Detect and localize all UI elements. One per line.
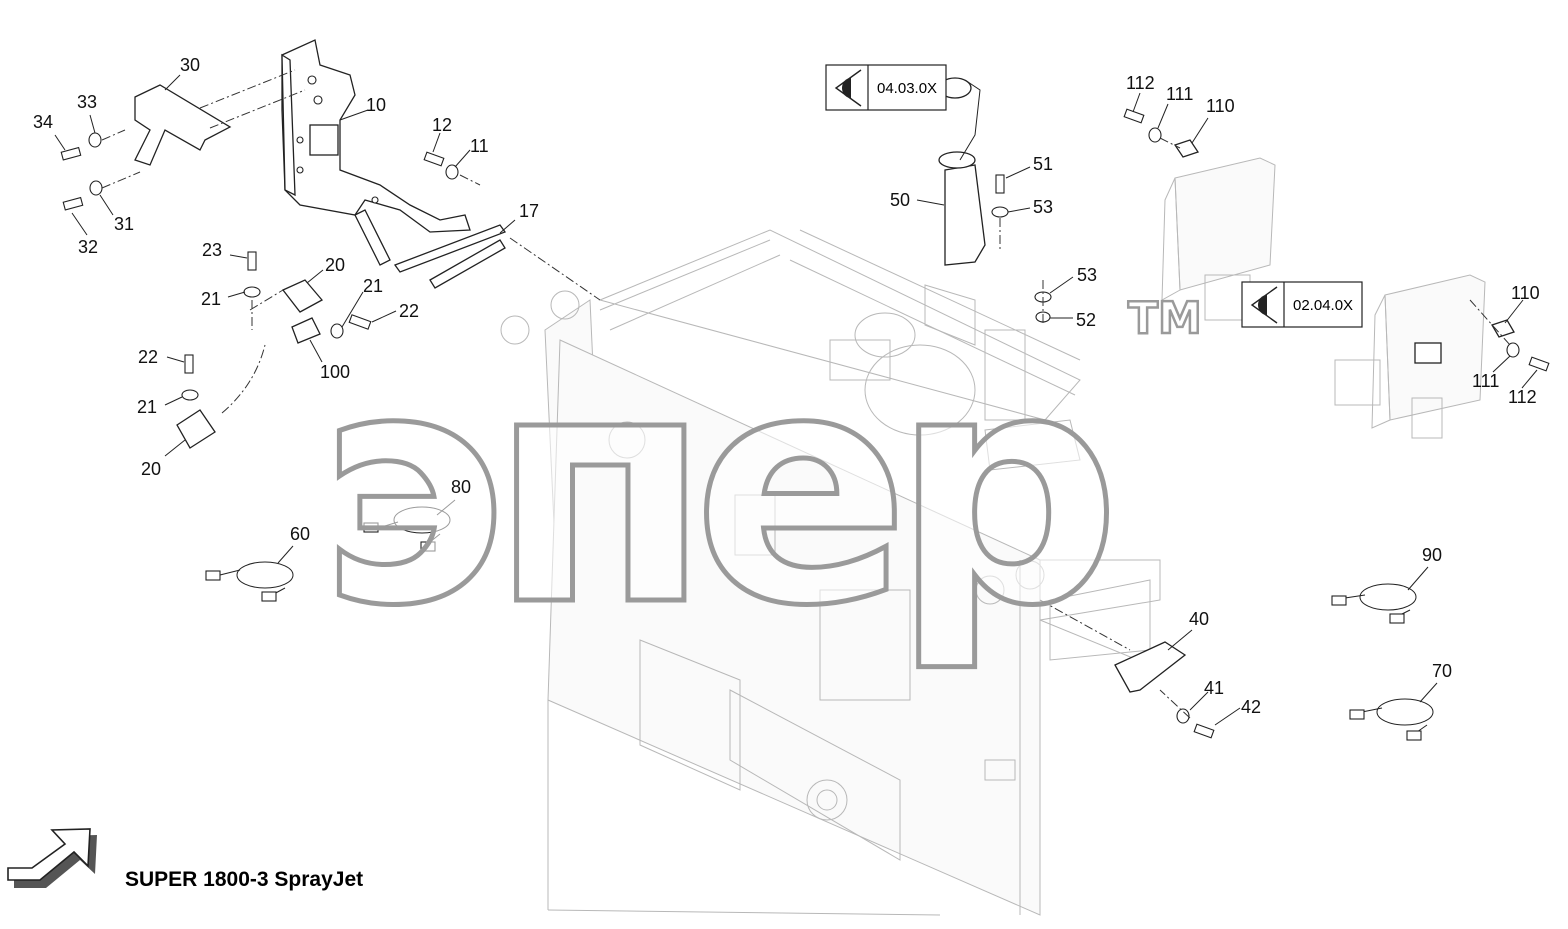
watermark-text: эпер [318,304,1107,676]
insert-arrow [221,344,266,414]
leader-lines [54,74,1538,726]
callout-22-lower: 22 [138,347,158,367]
bracket-part-40 [1114,641,1187,693]
callout-30: 30 [180,55,200,75]
bracket-part-10 [281,39,471,266]
callout-50: 50 [890,190,910,210]
callout-53-upper: 53 [1033,197,1053,217]
callout-100: 100 [320,362,350,382]
callout-10: 10 [366,95,386,115]
callout-53-lower: 53 [1077,265,1097,285]
assembly-lines [101,69,1511,719]
clip-part-100 [291,317,321,344]
callout-11: 11 [470,136,489,156]
bracket-part-20-upper [281,279,324,313]
callout-110-lower: 110 [1511,283,1540,303]
callout-33: 33 [77,92,97,112]
callout-40: 40 [1189,609,1209,629]
callout-31: 31 [114,214,134,234]
strip-part-17 [393,224,507,273]
callout-111-upper: 111 [1166,84,1193,104]
reference-box-02-04-0x: 02.04.0X [1241,281,1363,328]
terminal-unit-lower [1334,274,1486,439]
callout-20-lower: 20 [141,459,161,479]
eye-icon [834,69,862,107]
watermark-tm: TM [1128,293,1202,344]
callout-70: 70 [1432,661,1452,681]
plate-part-110-lower [1491,319,1515,338]
callout-32: 32 [78,237,98,257]
callout-20-upper: 20 [325,255,345,275]
callout-21-left: 21 [201,289,221,309]
callout-17: 17 [519,201,539,221]
callout-80: 80 [451,477,471,497]
callout-22-upper: 22 [399,301,419,321]
callout-41: 41 [1204,678,1224,698]
callout-111-lower: 111 [1472,371,1499,391]
callout-51: 51 [1033,154,1053,174]
bracket-part-20-lower [176,409,216,449]
callout-112-upper: 112 [1126,73,1155,93]
callout-52: 52 [1076,310,1096,330]
callout-42: 42 [1241,697,1261,717]
cable-part-80 [363,506,451,552]
callout-21-lower: 21 [137,397,157,417]
cable-part-90 [1331,583,1417,624]
callout-21-right: 21 [363,276,383,296]
callout-110-upper: 110 [1206,96,1235,116]
sensor-bracket-part-50 [938,77,986,266]
callout-23: 23 [202,240,222,260]
direction-arrow-icon [7,828,97,888]
callout-12: 12 [432,115,452,135]
callout-90: 90 [1422,545,1442,565]
diagram-title: SUPER 1800-3 SprayJet [125,868,363,891]
reference-box-04-03-0x: 04.03.0X [825,64,947,111]
eye-icon [1250,286,1278,324]
bracket-part-30 [134,84,232,166]
plate-part-110-upper [1173,139,1200,158]
callouts: 30 10 33 34 31 32 12 11 17 23 20 21 21 2… [33,55,1540,717]
callout-112-lower: 112 [1508,387,1537,407]
callout-60: 60 [290,524,310,544]
watermark: эпер TM [316,292,1204,679]
cable-part-60 [205,561,294,602]
callout-34: 34 [33,112,53,132]
cable-part-70 [1349,698,1434,741]
reference-label: 02.04.0X [1293,297,1353,314]
reference-label: 04.03.0X [877,80,937,97]
